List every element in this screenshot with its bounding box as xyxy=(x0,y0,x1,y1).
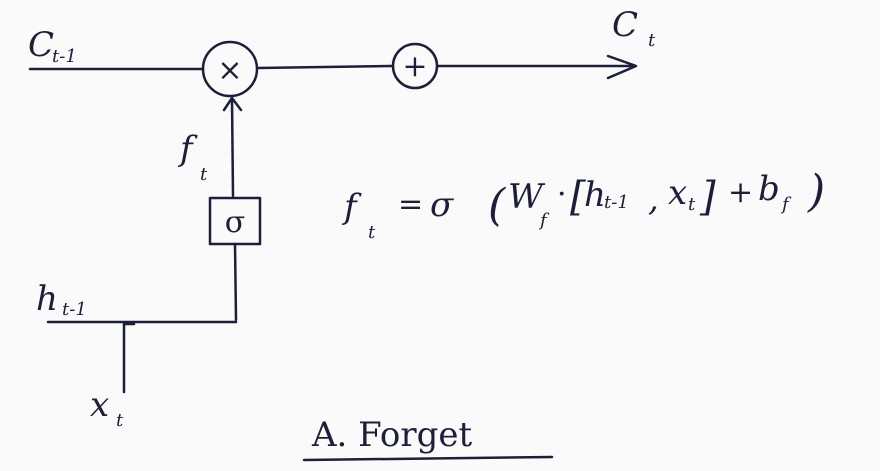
svg-text:]: ] xyxy=(699,174,716,220)
sigma-box: σ xyxy=(208,196,262,246)
svg-text:f: f xyxy=(780,194,792,215)
hidden-state-label: h t-1 xyxy=(36,279,87,320)
svg-text:=: = xyxy=(398,187,423,222)
svg-text:t-1: t-1 xyxy=(604,192,629,213)
multiply-node: × xyxy=(201,40,259,98)
svg-text:t-1: t-1 xyxy=(62,299,87,320)
cell-state-arrowhead xyxy=(606,54,638,80)
cell-state-prev-label: C t-1 xyxy=(28,25,77,67)
svg-text:h: h xyxy=(36,279,58,319)
svg-text:C: C xyxy=(612,5,638,45)
svg-text:): ) xyxy=(807,166,825,217)
input-line xyxy=(122,322,136,394)
svg-text:f: f xyxy=(177,129,198,169)
svg-text:t-1: t-1 xyxy=(52,46,77,67)
forget-gate-equation: f t = σ ( W f · [ h t-1 , x t ] + b f ) xyxy=(341,166,825,243)
svg-text:,: , xyxy=(648,179,659,219)
svg-text:t: t xyxy=(116,410,124,431)
forget-gate-label: f t xyxy=(177,129,208,185)
cell-state-mid-line xyxy=(256,64,394,70)
add-node: + xyxy=(391,42,439,90)
svg-text:W: W xyxy=(508,177,546,217)
svg-text:[: [ xyxy=(570,174,586,220)
svg-text:x: x xyxy=(668,173,687,213)
svg-text:h: h xyxy=(584,175,606,215)
svg-text:+: + xyxy=(402,49,427,84)
svg-text:f: f xyxy=(341,187,362,227)
svg-text:·: · xyxy=(557,177,567,212)
svg-text:σ: σ xyxy=(225,205,245,240)
svg-text:t: t xyxy=(688,194,696,215)
forget-gate-arrowhead xyxy=(222,96,243,112)
cell-state-out-label: C t xyxy=(612,5,656,51)
caption-underline xyxy=(302,455,554,462)
svg-text:(: ( xyxy=(488,180,506,231)
forget-gate-arrow-line xyxy=(230,97,235,198)
caption: A. Forget xyxy=(302,415,554,462)
svg-text:A. Forget: A. Forget xyxy=(311,415,473,455)
input-label: x t xyxy=(90,385,124,431)
svg-text:t: t xyxy=(648,30,656,51)
svg-text:t: t xyxy=(368,222,376,243)
sigma-input-line xyxy=(233,242,238,322)
svg-text:+: + xyxy=(728,175,753,210)
svg-text:×: × xyxy=(217,53,242,88)
svg-text:σ: σ xyxy=(430,185,454,225)
svg-text:C: C xyxy=(28,25,54,65)
svg-text:t: t xyxy=(200,164,208,185)
svg-text:f: f xyxy=(538,210,550,231)
svg-text:x: x xyxy=(90,385,109,425)
svg-text:b: b xyxy=(758,169,780,209)
